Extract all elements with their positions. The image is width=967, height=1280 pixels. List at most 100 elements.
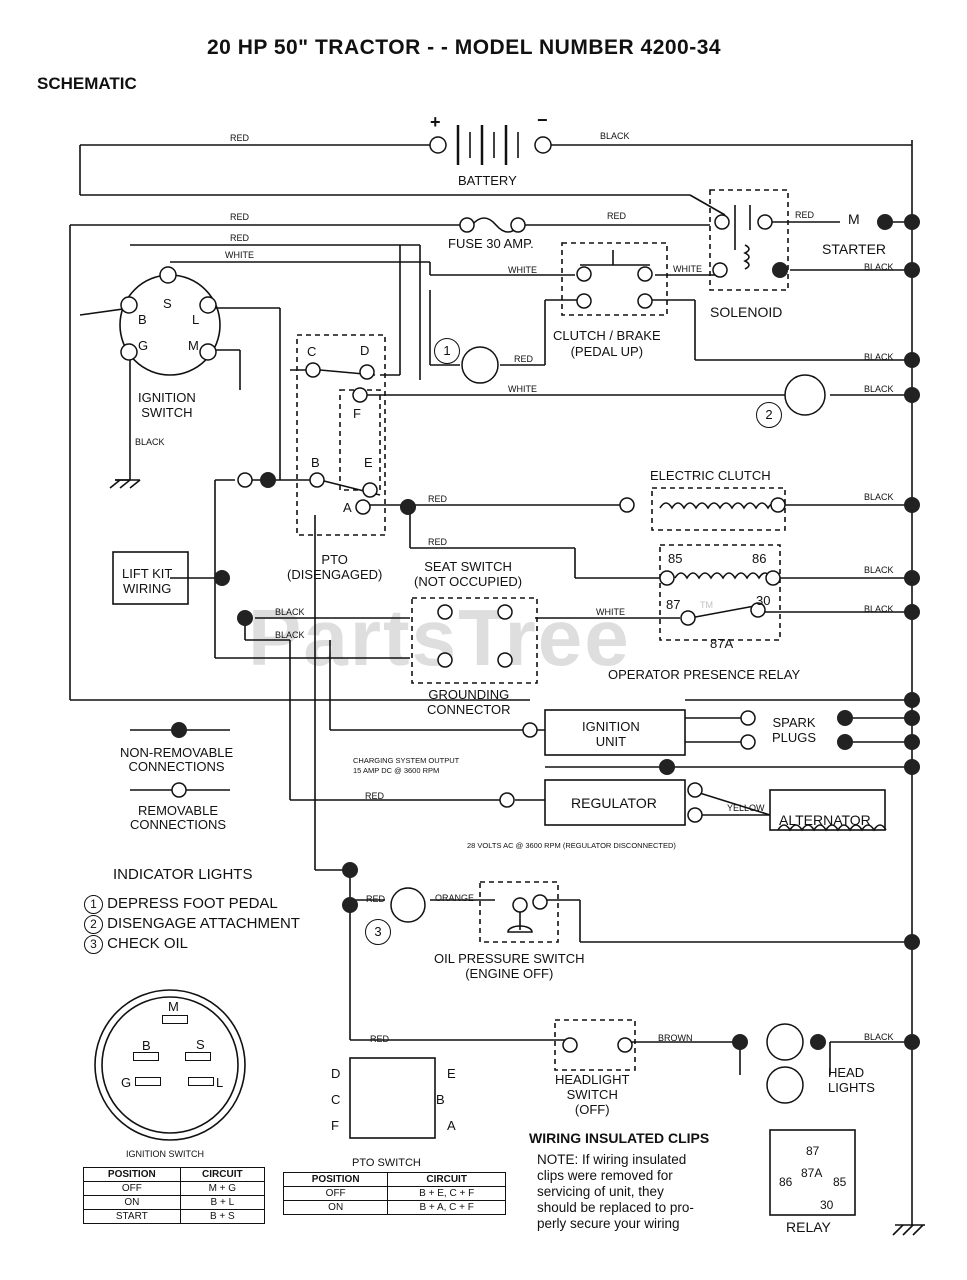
relay-terminal-85: 85 bbox=[668, 551, 683, 566]
relay-box-85: 85 bbox=[833, 1175, 847, 1189]
battery-minus: − bbox=[537, 110, 548, 130]
ign-table-header-position: POSITION bbox=[83, 1167, 181, 1182]
battery-plus: + bbox=[430, 112, 441, 132]
clips-heading: WIRING INSULATED CLIPS bbox=[529, 1130, 710, 1146]
starter-m: M bbox=[848, 211, 860, 227]
pto-table-header-circuit: CIRCUIT bbox=[387, 1172, 506, 1187]
wire-black-7: BLACK bbox=[864, 565, 894, 575]
wire-black-9: BLACK bbox=[275, 630, 305, 640]
wire-black-10: BLACK bbox=[864, 604, 894, 614]
ign-terminal-g: G bbox=[138, 338, 149, 353]
solenoid-label: SOLENOID bbox=[710, 304, 783, 320]
battery-label: BATTERY bbox=[458, 173, 517, 188]
wire-white-1: WHITE bbox=[225, 250, 254, 260]
wire-brown: BROWN bbox=[658, 1033, 693, 1043]
wire-red-3: RED bbox=[230, 233, 250, 243]
relay-terminal-30: 30 bbox=[756, 593, 771, 608]
pto-terminal-b: B bbox=[311, 455, 320, 470]
ign-diag-slot-g bbox=[135, 1077, 161, 1086]
pto-terminal-f: F bbox=[353, 406, 361, 421]
wire-red-1: RED bbox=[230, 133, 250, 143]
regulator-label: REGULATOR bbox=[571, 795, 657, 811]
fuse-label: FUSE 30 AMP. bbox=[448, 236, 534, 251]
ign-diag-slot-l bbox=[188, 1077, 214, 1086]
relay-box-30: 30 bbox=[820, 1198, 834, 1212]
ign-terminal-l: L bbox=[192, 312, 200, 327]
wire-white-3: WHITE bbox=[673, 264, 702, 274]
clips-note: NOTE: If wiring insulated clips were rem… bbox=[537, 1152, 694, 1231]
pto-diag-d: D bbox=[331, 1066, 341, 1081]
page-title: 20 HP 50" TRACTOR - - MODEL NUMBER 4200-… bbox=[207, 36, 722, 59]
pto-terminal-d: D bbox=[360, 343, 370, 358]
pto-diag-e: E bbox=[447, 1066, 456, 1081]
wire-red-2: RED bbox=[230, 212, 250, 222]
pto-table-header-position: POSITION bbox=[282, 1172, 389, 1187]
ign-diag-slot-s bbox=[185, 1052, 211, 1061]
pto-terminal-c: C bbox=[307, 344, 317, 359]
wire-white-5: WHITE bbox=[596, 607, 625, 617]
operator-presence-relay-label: OPERATOR PRESENCE RELAY bbox=[608, 667, 801, 682]
pto-terminal-e: E bbox=[364, 455, 373, 470]
ign-diag-slot-b bbox=[133, 1052, 159, 1061]
relay-terminal-86: 86 bbox=[752, 551, 767, 566]
wire-white-2: WHITE bbox=[508, 265, 537, 275]
pto-diag-a: A bbox=[447, 1118, 456, 1133]
indicator-3-marker: 3 bbox=[365, 919, 391, 945]
wire-black-8: BLACK bbox=[275, 607, 305, 617]
watermark: PartsTree bbox=[248, 593, 631, 682]
wire-black-3: BLACK bbox=[864, 352, 894, 362]
wire-red-8: RED bbox=[428, 537, 448, 547]
relay-terminal-87a: 87A bbox=[710, 636, 734, 651]
relay-box-86: 86 bbox=[779, 1175, 793, 1189]
wire-red-4: RED bbox=[607, 211, 627, 221]
alternator-label: ALTERNATOR bbox=[779, 812, 871, 828]
wire-black-6: BLACK bbox=[864, 492, 894, 502]
relay-terminal-87: 87 bbox=[666, 597, 681, 612]
wire-black-2: BLACK bbox=[864, 262, 894, 272]
seat-switch-label: SEAT SWITCH(NOT OCCUPIED) bbox=[414, 559, 523, 589]
electric-clutch-label: ELECTRIC CLUTCH bbox=[650, 468, 771, 483]
wire-red-9: RED bbox=[365, 791, 385, 801]
relay-box-87a: 87A bbox=[801, 1166, 823, 1180]
wire-black-5: BLACK bbox=[135, 437, 165, 447]
indicator-light-3: 3 CHECK OIL bbox=[84, 935, 188, 954]
ignition-switch-caption: IGNITION SWITCH bbox=[126, 1149, 204, 1159]
wire-black-1: BLACK bbox=[600, 131, 630, 141]
wire-red-5: RED bbox=[795, 210, 815, 220]
pto-diag-b: B bbox=[436, 1092, 445, 1107]
wire-white-4: WHITE bbox=[508, 384, 537, 394]
wire-black-11: BLACK bbox=[864, 1032, 894, 1042]
ign-terminal-m: M bbox=[188, 338, 199, 353]
pto-diag-c: C bbox=[331, 1092, 341, 1107]
ign-table-header-circuit: CIRCUIT bbox=[179, 1167, 266, 1182]
wire-orange: ORANGE bbox=[435, 893, 475, 903]
pto-diag-f: F bbox=[331, 1118, 339, 1133]
wire-yellow: YELLOW bbox=[727, 803, 765, 813]
starter-label: STARTER bbox=[822, 241, 887, 257]
wire-red-11: RED bbox=[370, 1034, 390, 1044]
wire-red-6: RED bbox=[514, 354, 534, 364]
section-heading: SCHEMATIC bbox=[37, 74, 137, 93]
ign-terminal-b: B bbox=[138, 312, 147, 327]
relay-box-87: 87 bbox=[806, 1144, 820, 1158]
ign-diag-g: G bbox=[121, 1075, 132, 1090]
ign-terminal-s: S bbox=[163, 296, 172, 311]
volts-ac-note: 28 VOLTS AC @ 3600 RPM (REGULATOR DISCON… bbox=[467, 841, 676, 850]
relay-caption: RELAY bbox=[786, 1219, 831, 1235]
pto-switch-caption: PTO SWITCH bbox=[352, 1157, 421, 1169]
ign-diag-s: S bbox=[196, 1037, 205, 1052]
